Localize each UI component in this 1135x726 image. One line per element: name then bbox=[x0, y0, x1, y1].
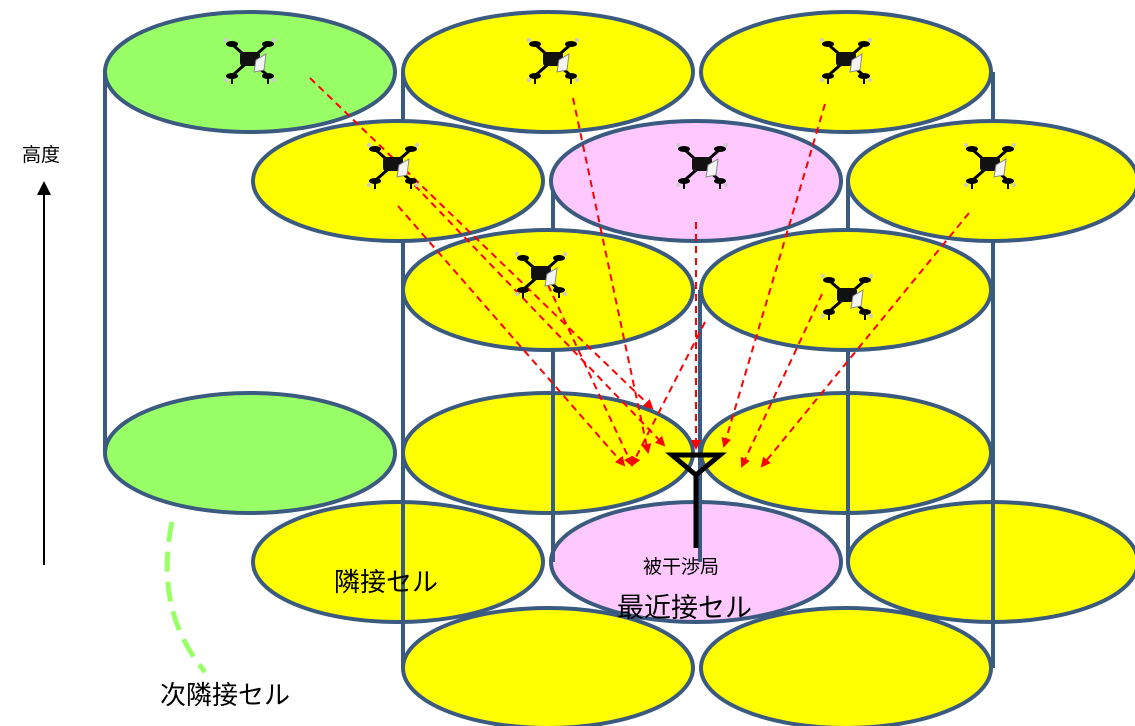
interference-arrow bbox=[740, 293, 823, 468]
interference-arrow bbox=[760, 212, 970, 468]
interference-arrow bbox=[572, 97, 652, 454]
adjacent-cell-aerial bbox=[699, 10, 993, 134]
interference-arrow bbox=[309, 77, 654, 410]
adjacent-cell-ground bbox=[401, 391, 695, 515]
adjacent-cell-label: 隣接セル bbox=[334, 568, 439, 598]
interference-arrow bbox=[631, 321, 706, 467]
victim-station-label: 被干渉局 bbox=[643, 556, 720, 578]
interference-arrow bbox=[547, 284, 634, 467]
next-adjacent-cell-label: 次隣接セル bbox=[160, 681, 291, 711]
adjacent-cell-aerial bbox=[401, 10, 695, 134]
adjacent-cell-aerial bbox=[251, 119, 545, 243]
adjacent-cell-ground bbox=[401, 606, 695, 726]
adjacent-cell-aerial bbox=[846, 119, 1135, 243]
adjacent-cell-aerial bbox=[401, 228, 695, 352]
interference-arrows bbox=[309, 77, 970, 468]
next-adjacent-cell-ground bbox=[103, 391, 397, 515]
interference-arrow bbox=[397, 205, 626, 467]
nearest-cell-label: 最近接セル bbox=[617, 593, 752, 624]
altitude-label: 高度 bbox=[22, 144, 61, 166]
adjacent-cell-ground bbox=[251, 500, 545, 624]
interference-arrow bbox=[397, 167, 666, 447]
next-adjacent-cell-aerial bbox=[103, 10, 397, 134]
next-adjacent-marker bbox=[164, 521, 207, 674]
adjacent-cell-ground bbox=[699, 606, 993, 726]
antenna-icon bbox=[665, 452, 727, 548]
aerial-cell-layer bbox=[103, 10, 1135, 352]
